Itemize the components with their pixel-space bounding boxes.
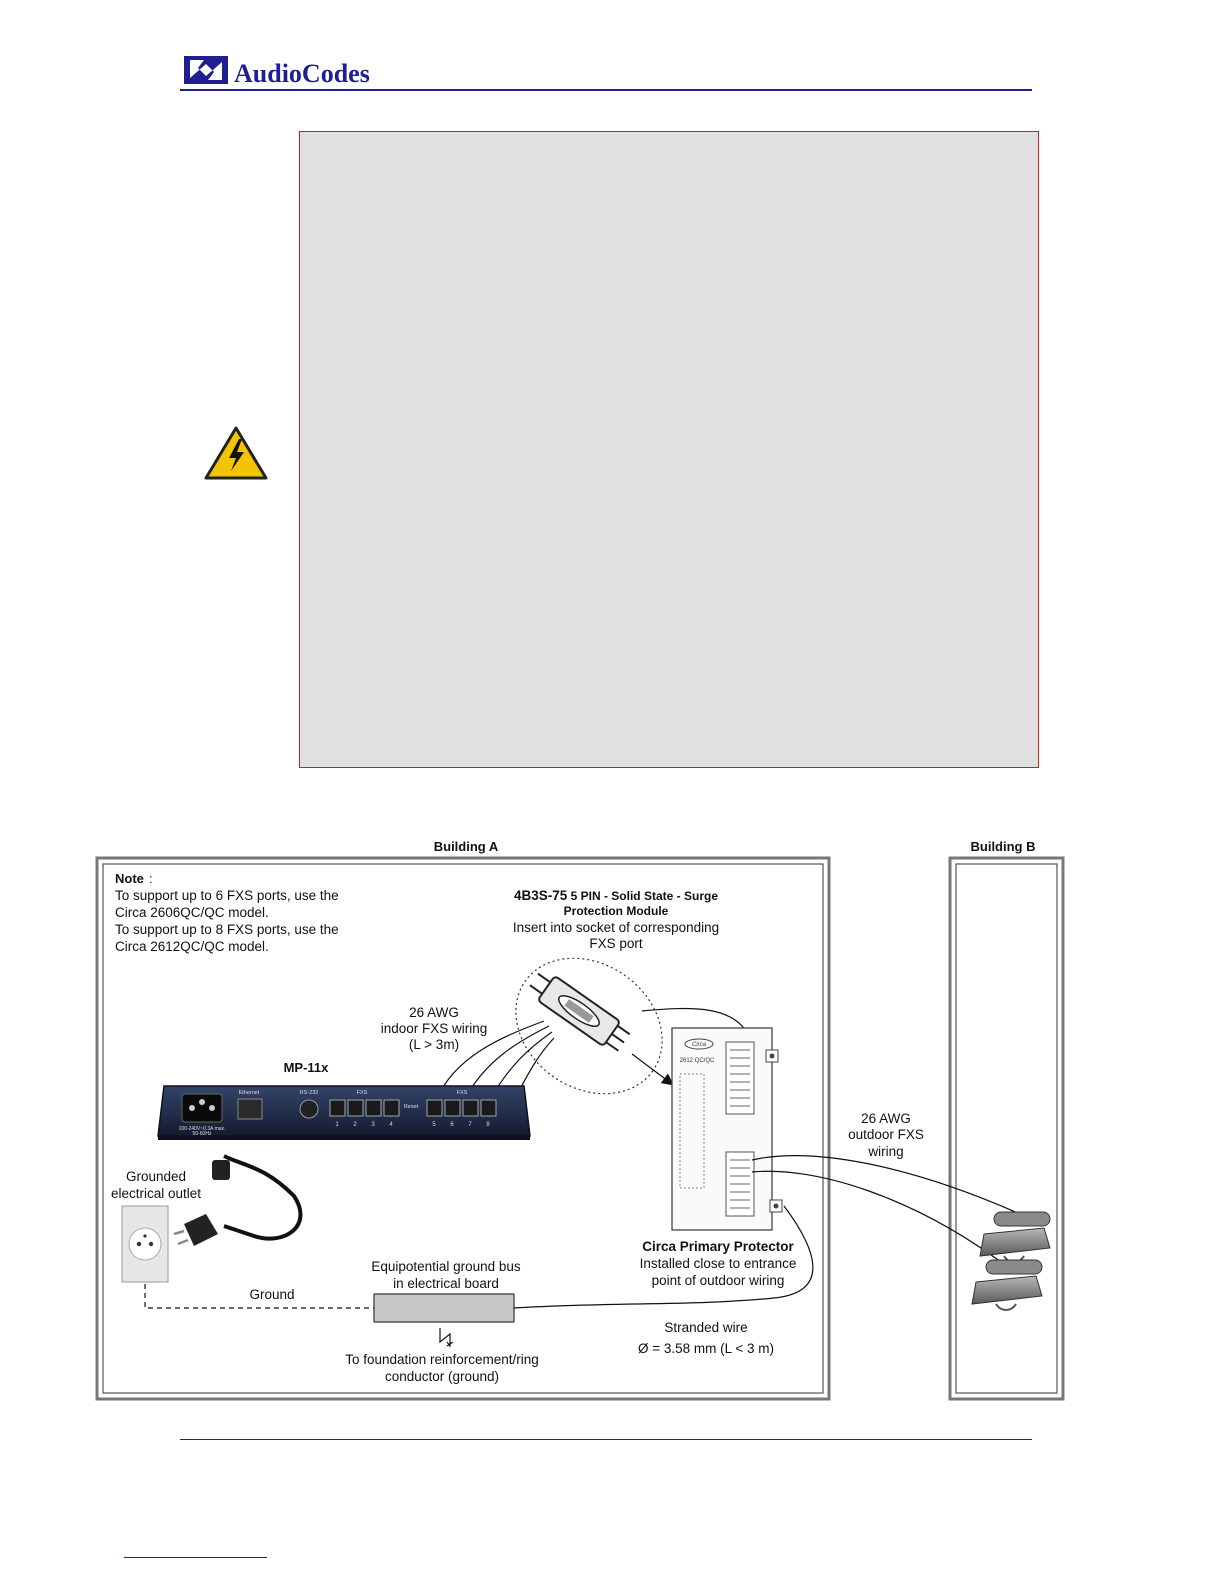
device-reset-label: Reset (404, 1104, 419, 1110)
outdoor-wiring-line-1: 26 AWG (861, 1111, 911, 1126)
building-b-frame (948, 856, 1065, 1401)
protector-desc-line-1: Installed close to entrance (640, 1256, 797, 1271)
module-title-bold: 4B3S-75 (514, 888, 568, 903)
module-callout-ellipse (515, 957, 663, 1095)
ground-bus-bar (373, 1293, 515, 1323)
outdoor-fxs-wires (751, 1155, 1030, 1269)
port-number: 1 (335, 1122, 339, 1128)
indoor-wiring-line-2: indoor FXS wiring (381, 1021, 488, 1036)
bus-line-1: Equipotential ground bus (371, 1259, 521, 1274)
device-power-label-2: 50-60Hz (193, 1131, 212, 1137)
fxs-wiring-diagram: Building A Building B Note : To support … (95, 839, 1065, 1401)
module-desc-line-1: Insert into socket of corresponding (513, 920, 719, 935)
mp-11x-gateway-device: 100-240V~0.3A max. 50-60Hz Ethernet RS-2… (157, 1085, 531, 1140)
module-title: 4B3S-75 5 PIN - Solid State - Surge (514, 888, 718, 903)
logo-text: AudioCodes (234, 59, 370, 88)
protector-title: Circa Primary Protector (642, 1239, 794, 1254)
port-number: 2 (353, 1122, 357, 1128)
device-rs232-label: RS-232 (300, 1090, 319, 1096)
module-title-rest: 5 PIN - Solid State - Surge (567, 889, 718, 903)
port-number: 7 (468, 1122, 472, 1128)
stranded-line-1: Stranded wire (664, 1320, 747, 1335)
port-number: 5 (432, 1122, 436, 1128)
building-a-title: Building A (434, 839, 499, 854)
footnote-divider (124, 1557, 267, 1558)
indoor-wiring-line-1: 26 AWG (409, 1005, 459, 1020)
note-line-3: To support up to 8 FXS ports, use the (115, 922, 339, 937)
ground-symbol-icon (439, 1328, 454, 1348)
foundation-line-2: conductor (ground) (385, 1369, 499, 1384)
high-voltage-warning-icon (204, 426, 268, 480)
foundation-line-1: To foundation reinforcement/ring (345, 1352, 539, 1367)
telephone-icon (971, 1259, 1043, 1311)
company-logo: AudioCodes (184, 56, 370, 88)
device-label: MP-11x (284, 1060, 330, 1075)
telephone-icon (979, 1211, 1051, 1263)
stranded-line-2: Ø = 3.58 mm (L < 3 m) (638, 1341, 774, 1356)
stranded-ground-wire (513, 1205, 814, 1309)
port-number: 8 (486, 1122, 490, 1128)
note-line-4: Circa 2612QC/QC model. (115, 939, 269, 954)
circa-primary-protector: Circa 2612 QC/QC (671, 1027, 783, 1231)
device-fxs-label-right: FXS (457, 1090, 468, 1096)
outlet-line-1: Grounded (126, 1169, 186, 1184)
bus-line-2: in electrical board (393, 1276, 499, 1291)
header-divider (180, 89, 1032, 91)
note-title: Note (115, 871, 144, 886)
protector-model: 2612 QC/QC (680, 1058, 715, 1064)
outdoor-wiring-line-3: wiring (867, 1144, 903, 1159)
note-line-2: Circa 2606QC/QC model. (115, 905, 269, 920)
building-b-title: Building B (971, 839, 1036, 854)
protector-desc-line-2: point of outdoor wiring (652, 1273, 785, 1288)
note-colon: : (149, 871, 153, 886)
device-power-label-1: 100-240V~0.3A max. (179, 1126, 226, 1132)
outdoor-wiring-line-2: outdoor FXS (848, 1127, 924, 1142)
port-number: 3 (371, 1122, 375, 1128)
protector-brand: Circa (692, 1042, 707, 1048)
indoor-wiring-line-3: (L > 3m) (409, 1037, 459, 1052)
port-number: 4 (389, 1122, 393, 1128)
module-title-line-2: Protection Module (564, 904, 669, 918)
grounded-outlet-icon (121, 1205, 169, 1283)
ground-label: Ground (249, 1287, 294, 1302)
device-ethernet-label: Ethernet (239, 1090, 260, 1096)
warning-callout-box (299, 131, 1039, 768)
device-fxs-label-left: FXS (357, 1090, 368, 1096)
outlet-line-2: electrical outlet (111, 1186, 201, 1201)
module-desc-line-2: FXS port (589, 936, 643, 951)
surge-protection-module (529, 972, 631, 1052)
port-number: 6 (450, 1122, 454, 1128)
note-line-1: To support up to 6 FXS ports, use the (115, 888, 339, 903)
power-plug-icon (173, 1154, 303, 1246)
audiocodes-logo-mark-icon (184, 56, 228, 84)
footer-divider (180, 1439, 1032, 1440)
